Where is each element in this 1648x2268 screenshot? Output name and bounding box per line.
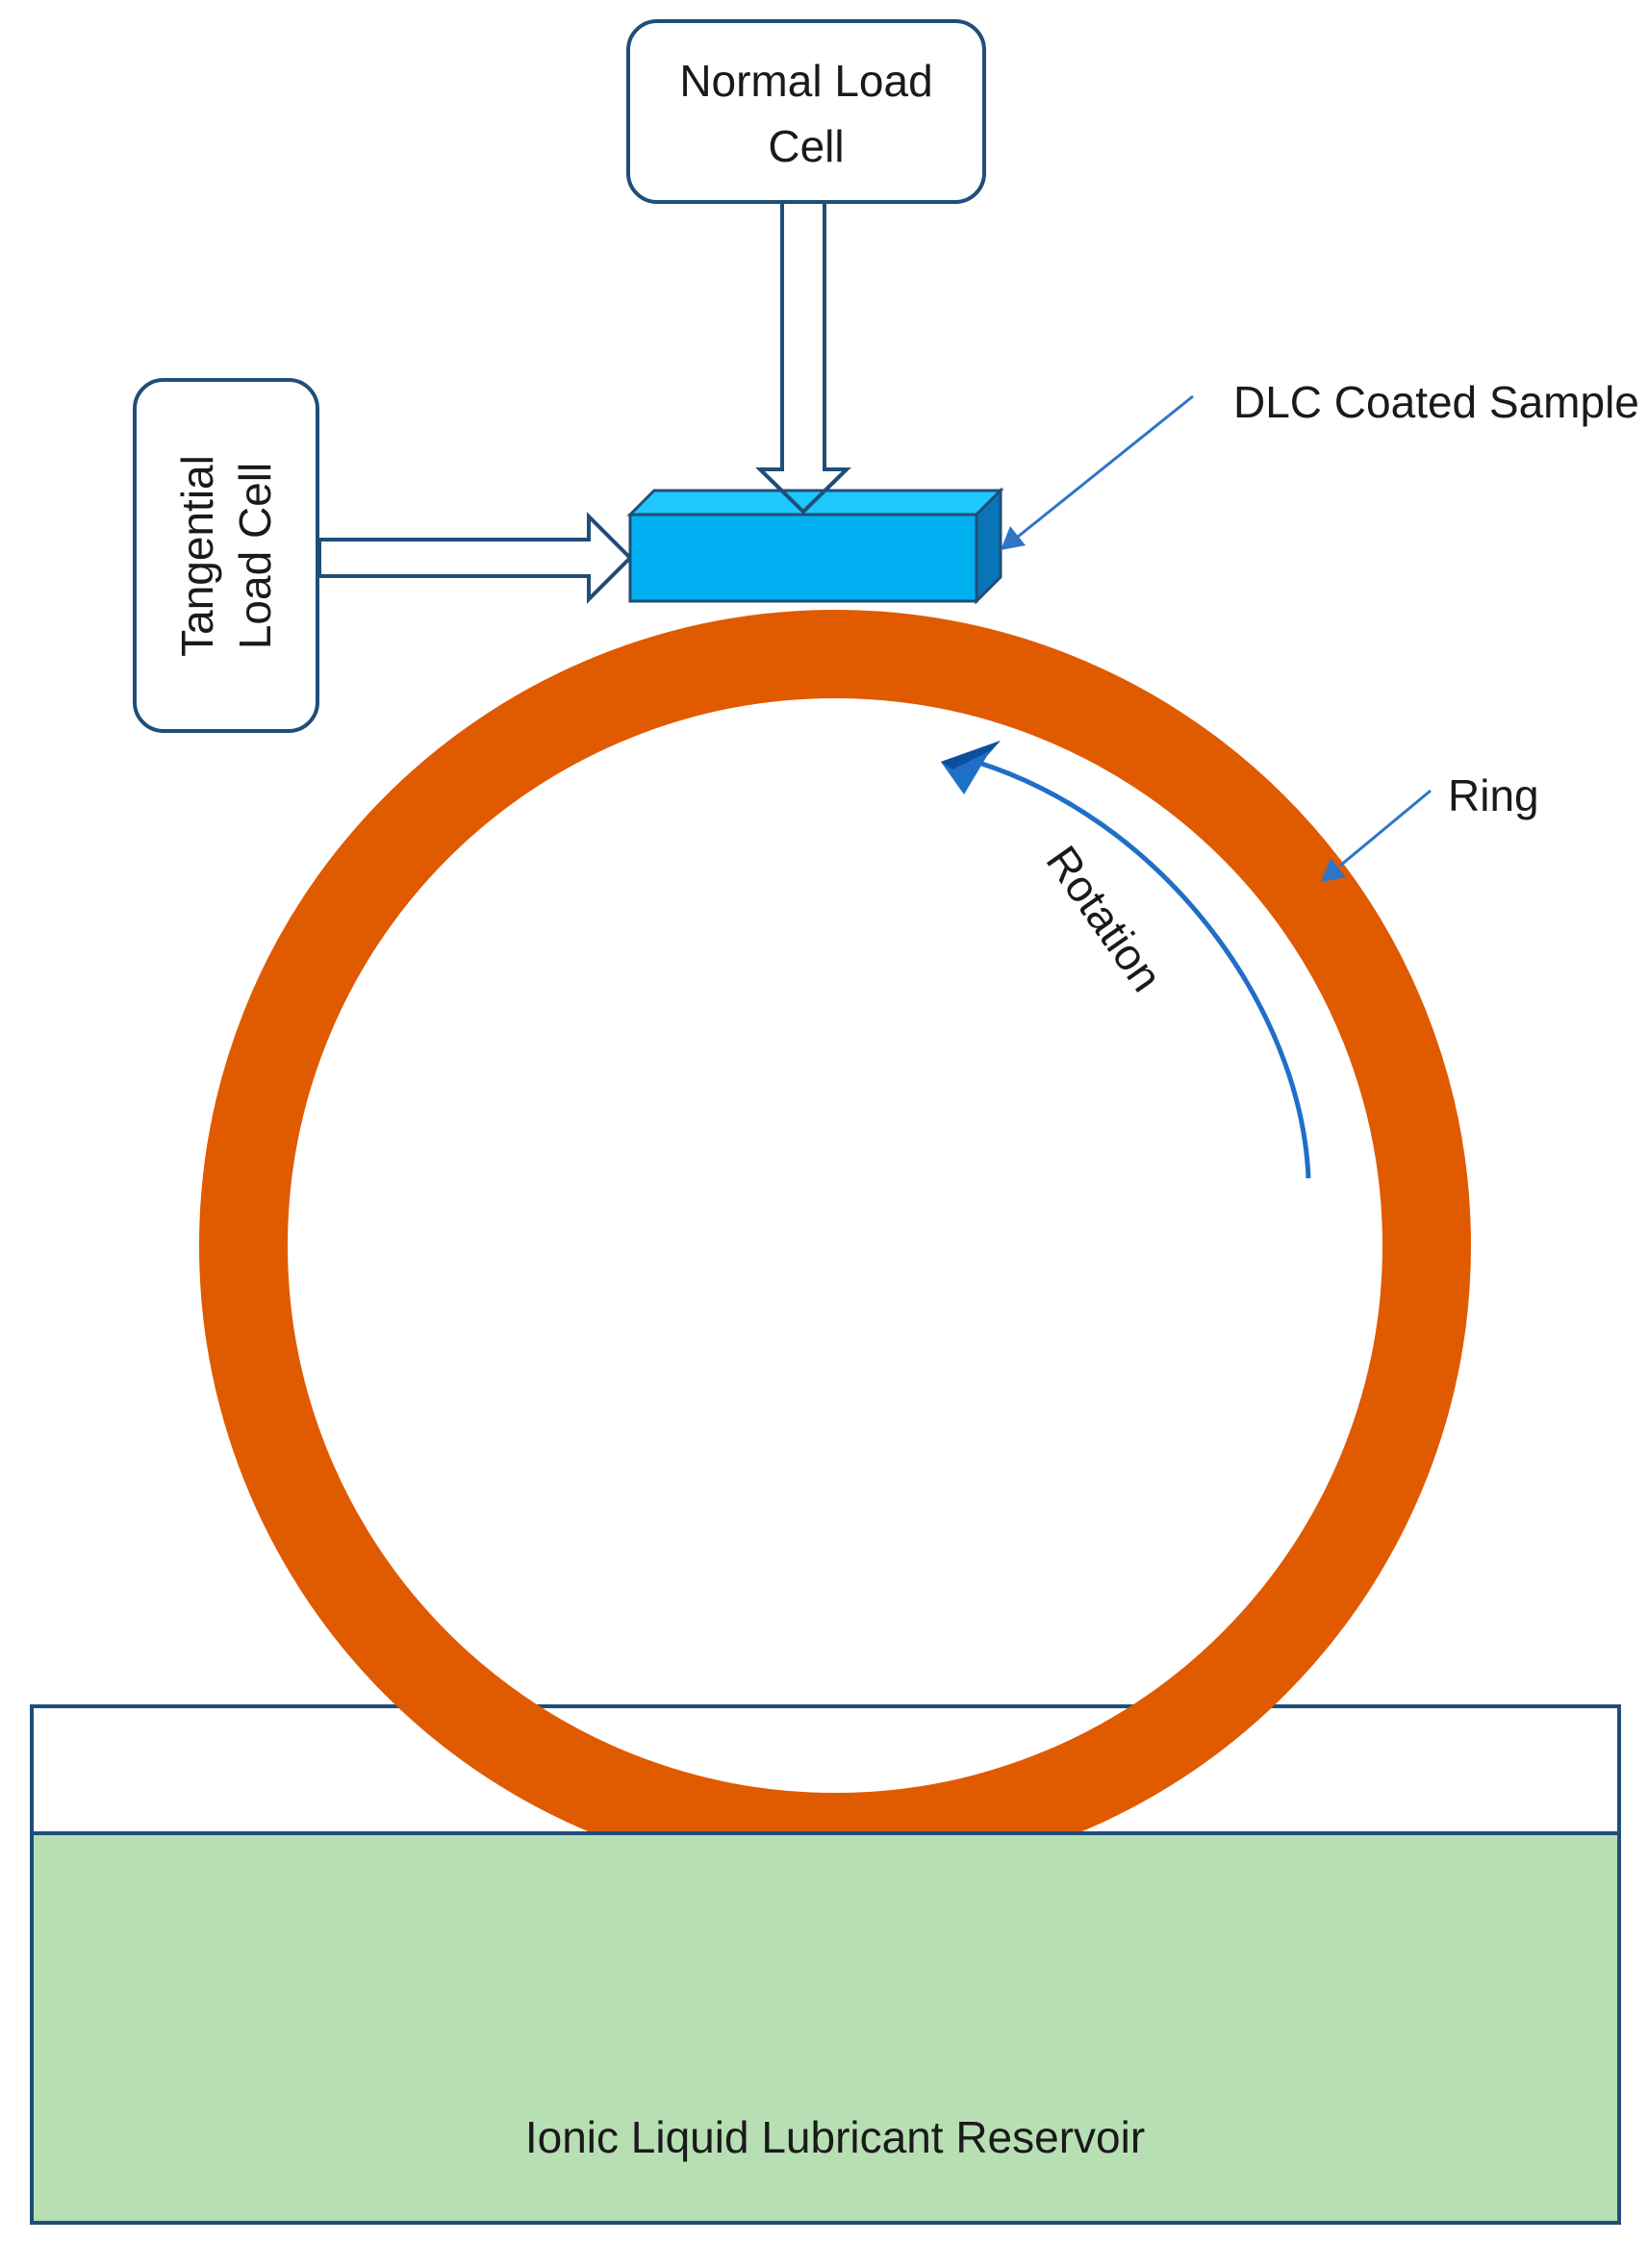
normal-load-cell-label-line2: Cell — [768, 121, 844, 171]
ring-pointer-arrowhead — [1321, 858, 1346, 882]
normal-load-cell-box — [626, 19, 986, 204]
dlc-coated-sample — [626, 487, 1004, 605]
tangential-load-cell-box — [133, 378, 319, 733]
rotation-arrowhead — [941, 741, 1001, 794]
dlc-pointer-line — [1017, 394, 1194, 539]
rotation-label: Rotation — [1037, 837, 1173, 1000]
tangential-load-cell-label-line1: Tangential — [172, 455, 222, 657]
ring-pointer-line — [1339, 789, 1432, 868]
rotation-arrowhead-shade — [941, 741, 1001, 769]
tangential-load-cell-label-line2: Load Cell — [230, 463, 280, 649]
normal-load-arrow — [755, 200, 851, 515]
normal-load-arrow-tip-mark — [758, 467, 849, 515]
rotation-arc — [969, 757, 1311, 1179]
ring-label: Ring — [1448, 770, 1539, 820]
dlc-pointer-arrowhead — [1001, 526, 1026, 550]
dlc-sample-label: DLC Coated Sample — [1233, 377, 1639, 427]
reservoir-lubricant-overlay — [34, 1833, 1617, 2221]
ring — [199, 610, 1471, 1881]
normal-load-cell-label-line1: Normal Load — [679, 56, 932, 106]
tangential-load-arrow — [317, 512, 633, 604]
sample-front-face — [628, 513, 978, 603]
reservoir-label: Ionic Liquid Lubricant Reservoir — [525, 2112, 1145, 2162]
